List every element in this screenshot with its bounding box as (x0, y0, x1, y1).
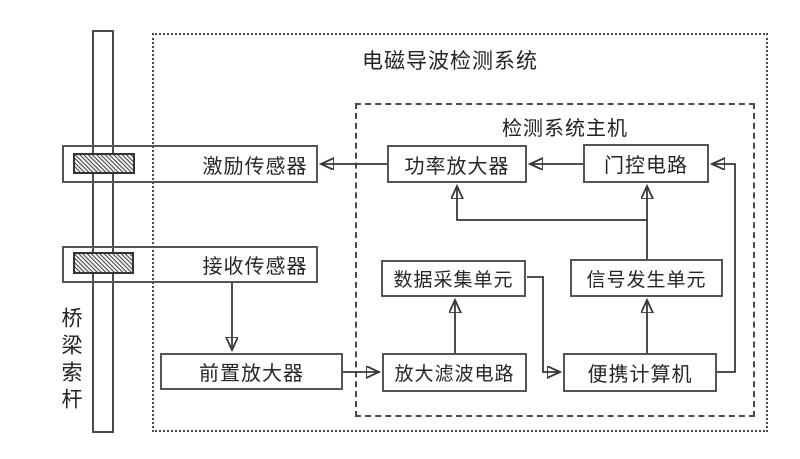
preamplifier-label: 前置放大器 (199, 361, 304, 385)
data-acquisition-label: 数据采集单元 (393, 269, 514, 291)
system-boundary-box (152, 33, 768, 432)
node-preamplifier: 前置放大器 (160, 353, 343, 390)
excitation-sensor-label: 激励传感器 (202, 153, 308, 178)
receiving-coil-hatch (73, 252, 134, 274)
host-boundary-box (355, 103, 755, 417)
receiving-sensor-label: 接收传感器 (202, 254, 308, 278)
gate-circuit-label: 门控电路 (604, 153, 688, 177)
node-data-acquisition-unit: 数据采集单元 (381, 260, 526, 297)
system-title: 电磁导波检测系统 (362, 49, 538, 73)
node-signal-generation-unit: 信号发生单元 (570, 259, 723, 297)
node-receiving-sensor: 接收传感器 (62, 246, 318, 283)
node-excitation-sensor: 激励传感器 (62, 145, 318, 183)
portable-computer-label: 便携计算机 (587, 362, 693, 386)
power-amplifier-label: 功率放大器 (404, 153, 510, 178)
bridge-cable-rod (92, 30, 114, 433)
excitation-coil-hatch (73, 153, 135, 174)
node-power-amplifier: 功率放大器 (387, 145, 527, 183)
node-gate-circuit: 门控电路 (583, 144, 709, 183)
signal-generation-label: 信号发生单元 (586, 268, 707, 291)
node-amplify-filter-circuit: 放大滤波电路 (382, 353, 527, 392)
node-portable-computer: 便携计算机 (563, 353, 717, 392)
amplify-filter-label: 放大滤波电路 (394, 363, 515, 385)
cable-label: 桥梁索杆 (59, 307, 83, 415)
host-title: 检测系统主机 (502, 116, 628, 140)
